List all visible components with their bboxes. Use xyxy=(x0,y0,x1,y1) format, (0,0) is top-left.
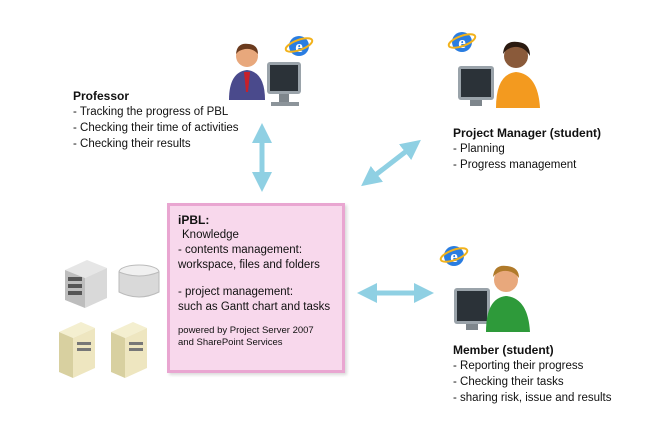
rack-server-icon xyxy=(65,260,107,308)
ipbl-powered-by: powered by Project Server 2007 xyxy=(178,325,314,336)
ie-browser-icon: e xyxy=(447,32,477,52)
professor-item: - Checking their results xyxy=(73,138,191,150)
database-icon xyxy=(118,264,160,298)
member-item: - Reporting their progress xyxy=(453,360,584,372)
svg-text:e: e xyxy=(450,247,458,266)
tower-server-icon xyxy=(59,322,95,378)
member-item: - Checking their tasks xyxy=(453,376,564,388)
svg-text:e: e xyxy=(295,37,303,56)
ipbl-line xyxy=(178,273,334,285)
svg-text:e: e xyxy=(458,33,466,52)
ipbl-box: iPBL: Knowledge - contents management: w… xyxy=(167,203,345,373)
ipbl-line: such as Gantt chart and tasks xyxy=(178,301,331,313)
ie-browser-icon: e xyxy=(284,36,314,56)
professor-item: - Tracking the progress of PBL xyxy=(73,106,229,118)
ipbl-title: iPBL: xyxy=(178,213,210,227)
member-item: - sharing risk, issue and results xyxy=(453,392,612,404)
professor-user-at-computer-icon: e xyxy=(229,36,314,106)
member-user-at-computer-icon: e xyxy=(439,246,530,332)
professor-block: Professor - Tracking the progress of PBL… xyxy=(73,88,239,152)
project-manager-item: - Planning xyxy=(453,143,505,155)
member-block: Member (student) - Reporting their progr… xyxy=(453,342,612,406)
manager-user-at-computer-icon: e xyxy=(447,32,540,108)
server-icon xyxy=(59,260,160,378)
ipbl-line: - contents management: xyxy=(178,244,303,256)
ipbl-line: - project management: xyxy=(178,286,294,298)
ipbl-powered-by: and SharePoint Services xyxy=(178,337,283,348)
project-manager-item: - Progress management xyxy=(453,159,577,171)
ipbl-line: workspace, files and folders xyxy=(178,259,320,271)
ipbl-line: Knowledge xyxy=(182,229,239,241)
ie-browser-icon: e xyxy=(439,246,469,266)
tower-server-icon xyxy=(111,322,147,378)
project-manager-title: Project Manager (student) xyxy=(453,126,602,140)
member-title: Member (student) xyxy=(453,343,554,357)
project-manager-block: Project Manager (student) - Planning - P… xyxy=(453,125,601,173)
professor-item: - Checking their time of activities xyxy=(73,122,239,134)
professor-title: Professor xyxy=(73,89,130,103)
